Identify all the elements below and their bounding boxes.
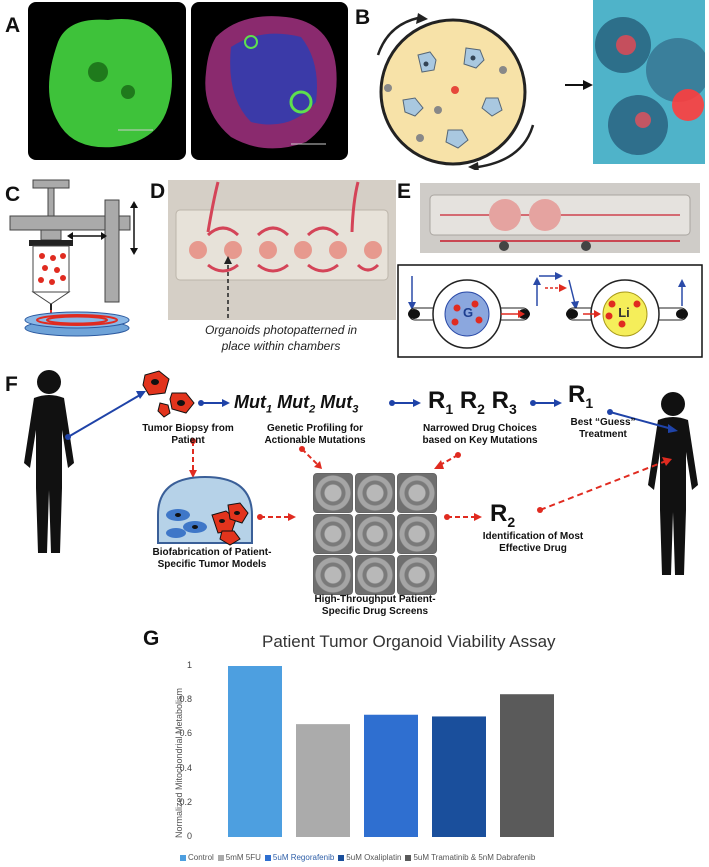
best-rx-prefix: R — [568, 381, 586, 408]
legend-label: 5mM 5FU — [225, 853, 261, 862]
panel-d-caption-line2: place within chambers — [221, 339, 341, 353]
most-effective-label: Identification of Most Effective Drug — [482, 531, 584, 554]
y-tick-label: 1 — [186, 660, 192, 670]
rx-sub-3: 3 — [508, 400, 517, 417]
drug-screen-well — [397, 473, 437, 513]
chamber-label-li: Li — [618, 305, 630, 320]
legend-swatch — [264, 854, 271, 861]
legend-swatch — [217, 854, 224, 861]
rx-prefix-3: R — [491, 387, 509, 414]
effective-rx-sub: 2 — [507, 513, 516, 530]
drug-screen-well — [313, 555, 353, 595]
panel-d-caption-line1: Organoids photopatterned in — [204, 323, 358, 337]
mutations-label: Mut1 Mut2 Mut3 — [234, 392, 358, 416]
right-arrow-icon — [565, 80, 593, 90]
biopsy-label: Tumor Biopsy from Patient — [142, 423, 234, 446]
best-rx-label: R1 — [568, 381, 593, 411]
drug-screen-well — [397, 514, 437, 554]
mut-prefix-1: Mut — [234, 392, 266, 412]
y-tick-label: 0.8 — [179, 694, 192, 705]
panel-label-c: C — [5, 183, 21, 206]
chamber-label-g: G — [462, 305, 474, 320]
organoid-chip-photo — [168, 180, 396, 320]
rx-prefix-2: R — [459, 387, 478, 414]
panel-label-a: A — [5, 14, 21, 37]
panel-label-b: B — [355, 6, 371, 29]
mut-prefix-2: Mut — [277, 392, 310, 412]
legend-label: Control — [188, 853, 214, 862]
chart-title: Patient Tumor Organoid Viability Assay — [262, 632, 556, 651]
legend-label: 5uM Regorafenib — [272, 853, 335, 862]
chart-legend: Control 5mM 5FU 5uM Regorafenib 5uM Oxalipl… — [176, 853, 535, 862]
drug-screen-well — [355, 555, 395, 595]
organoid-image-red-blue — [191, 2, 348, 160]
effective-rx-label: R2 — [490, 500, 515, 530]
panel-label-g: G — [143, 627, 160, 650]
bioprinter-diagram — [9, 179, 138, 337]
rx-sub-2: 2 — [477, 400, 485, 417]
patient-silhouette-right — [648, 392, 698, 575]
bar-2 — [296, 724, 350, 837]
effective-rx-prefix: R — [490, 500, 508, 527]
legend-swatch — [180, 854, 186, 861]
panel-label-d: D — [150, 180, 166, 203]
mut-sub-2: 2 — [309, 403, 316, 416]
bar-5 — [500, 694, 554, 837]
drug-screen-well — [355, 473, 395, 513]
two-chamber-flow-diagram — [397, 264, 703, 358]
panel-label-e: E — [397, 180, 412, 203]
drug-screens-label: High-Throughput Patient-Specific Drug Sc… — [314, 594, 436, 617]
bar-3 — [364, 714, 418, 837]
liver-chip-photo — [420, 183, 700, 253]
legend-swatch — [405, 854, 412, 861]
bar-chart — [228, 666, 554, 837]
y-tick-label: 0.4 — [179, 762, 192, 773]
bar-1 — [228, 666, 282, 837]
drug-screen-well — [397, 555, 437, 595]
y-tick-label: 0.2 — [179, 796, 192, 807]
y-tick-label: 0 — [186, 831, 192, 841]
patient-silhouette-left — [24, 370, 74, 553]
rx-sub-1: 1 — [445, 400, 454, 417]
narrowed-drugs-label: Narrowed Drug Choices based on Key Mutat… — [422, 423, 538, 446]
workflow-arrows — [65, 370, 678, 546]
rx-prefix-1: R — [428, 387, 446, 414]
organoid-fluorescence-image — [593, 0, 705, 164]
legend-label: 5uM Oxaliplatin — [346, 853, 402, 862]
rotating-culture-diagram — [376, 13, 535, 170]
best-guess-label: Best “Guess” Treatment — [570, 417, 636, 440]
legend-swatch — [338, 854, 345, 861]
genetic-profiling-label: Genetic Profiling for Actionable Mutatio… — [264, 423, 366, 446]
bar-4 — [432, 716, 486, 837]
legend-label: 5uM Tramatinib & 5nM Dabrafenib — [413, 853, 536, 862]
drug-screen-well — [355, 514, 395, 554]
biofabrication-label: Biofabrication of Patient-Specific Tumor… — [152, 547, 272, 570]
mut-sub-1: 1 — [265, 403, 273, 416]
organoid-image-green — [28, 2, 186, 160]
mut-prefix-3: Mut — [320, 392, 353, 412]
drug-screen-well — [313, 473, 353, 513]
mut-sub-3: 3 — [352, 403, 359, 416]
rx-choices-label: R1 R2 R3 — [428, 387, 517, 417]
drug-screen-well — [313, 514, 353, 554]
panel-label-f: F — [5, 373, 18, 396]
y-tick-label: 0.6 — [179, 728, 192, 739]
best-rx-sub: 1 — [585, 394, 594, 411]
